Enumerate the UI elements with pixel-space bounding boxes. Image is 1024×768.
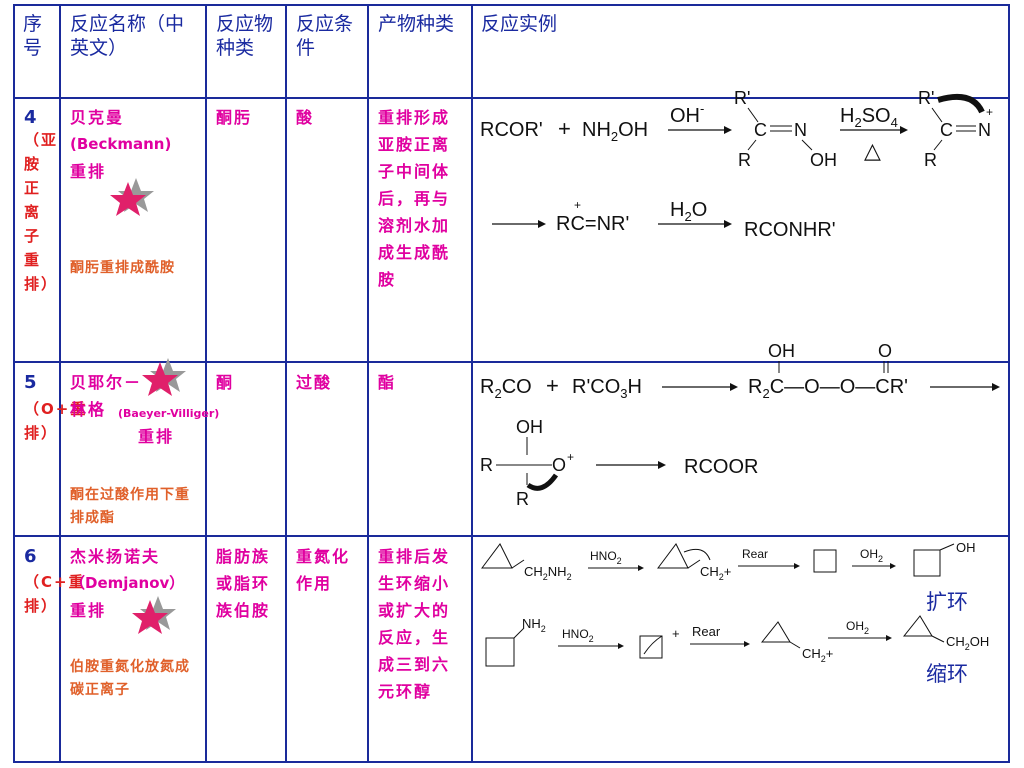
svg-text:N: N [978,120,991,140]
col-divider [59,6,61,761]
reaction-name-cn: 杰米扬诺夫 [70,547,161,566]
row-divider [15,97,1008,99]
reaction-name-cn-suffix: 重排 [138,427,175,446]
beckmann-scheme: RCOR' + NH2OH OH- R' C N OH R H2SO4 △ R'… [480,88,993,241]
svg-text:R': R' [734,88,750,108]
heat-icon: △ [864,138,881,163]
reaction-table [13,4,1010,763]
col-divider [471,6,473,761]
reagent-hydroxide: OH- [670,101,704,127]
row-divider [15,361,1008,363]
svg-text:CH2+: CH2+ [700,564,731,582]
col-divider [205,6,207,761]
product-amide: RCONHR' [744,219,836,241]
col-divider [367,6,369,761]
condition: 酸 [296,108,315,127]
ring-contraction-label: 缩环 [926,662,968,686]
demjanov-scheme: CH2NH2 HNO2 CH2+ Rear OH2 OH NH2 HNO2 + … [481,540,989,667]
row-number: 6 [24,546,39,567]
reactant-ketone: R2CO [480,376,532,401]
rearrange-label-2: Rear [692,624,721,639]
star-icon [110,178,154,216]
svg-text:R: R [480,455,493,475]
reaction-name-cn-2: 林格 [70,400,107,419]
svg-text:NH2: NH2 [522,616,546,634]
svg-text:R: R [516,489,529,509]
svg-text:CH2NH2: CH2NH2 [524,564,572,582]
reactant-type: 酮 [216,373,235,392]
reactant-ketone: RCOR' [480,119,543,141]
reaction-name-cn: 贝耶尔－ [70,373,143,392]
reaction-name-cn-suffix: 重排 [70,601,107,620]
header-name: 反应名称（中英文） [70,13,185,59]
reaction-name-cn-suffix: 重排 [70,162,107,181]
svg-text:OH2: OH2 [860,547,883,564]
svg-text:R: R [738,150,751,170]
svg-text:R': R' [918,88,934,108]
row-seq-note: （C+重排） [24,573,86,615]
row-number: 5 [24,372,39,393]
svg-text:HNO2: HNO2 [590,549,622,566]
svg-text:CH2+: CH2+ [802,646,833,664]
product-ester: RCOOR [684,456,758,478]
svg-text:C: C [754,120,767,140]
row-divider [15,535,1008,537]
reaction-note: 酮在过酸作用下重排成酯 [70,487,190,526]
plus-sign: + [558,116,571,141]
ring-expansion-label: 扩环 [926,590,968,614]
header-seq: 序号 [23,13,43,59]
reaction-note: 伯胺重氮化放氮成碳正离子 [70,659,190,698]
svg-text:+: + [672,626,680,641]
reaction-name-cn: 贝克曼 [70,108,125,127]
reaction-note: 酮肟重排成酰胺 [70,260,175,276]
svg-text:O: O [878,341,892,361]
reactant-type: 酮肟 [216,108,253,127]
svg-text:+: + [574,198,581,212]
svg-text:OH: OH [768,341,795,361]
svg-text:HNO2: HNO2 [562,627,594,644]
svg-text:OH: OH [810,150,837,170]
svg-text:OH: OH [956,540,976,555]
svg-text:O: O [552,455,566,475]
reagent-water: H2O [670,199,707,224]
svg-text:+: + [986,105,993,119]
row-seq-note: （O+重排） [24,400,88,442]
reagent-acid: H2SO4 [840,105,898,130]
header-example: 反应实例 [481,13,558,35]
svg-text:OH: OH [516,417,543,437]
rearrange-label: Rear [742,547,768,561]
intermediate-nitrilium: RC=NR' [556,213,629,235]
col-divider [285,6,287,761]
plus-sign: + [546,373,559,398]
svg-text:C: C [940,120,953,140]
baeyer-villiger-scheme: R2CO + R'CO3H OH R2C—O—O—CR' O OH R O + … [480,341,1000,509]
product-type: 酯 [378,373,397,392]
condition: 重氮化作用 [296,547,351,593]
svg-text:OH2: OH2 [846,619,869,636]
reactant-peracid: R'CO3H [572,376,642,401]
row-number: 4 [24,107,39,128]
product-alcohol: CH2OH [946,634,989,652]
reaction-name-en: (Beckmann) [70,135,172,153]
header-reactant: 反应物种类 [216,13,274,59]
row-seq-note: （亚胺正离子重排） [24,131,59,293]
intermediate-criegee: R2C—O—O—CR' [748,376,908,401]
reaction-name-en: （Demjanov） [70,574,185,592]
svg-text:R: R [924,150,937,170]
reaction-name-en: (Baeyer-Villiger) [118,407,220,420]
star-icon [132,596,176,634]
svg-text:N: N [794,120,807,140]
star-icon [142,358,186,396]
reactant-type: 脂肪族或脂环族伯胺 [216,547,271,620]
condition: 过酸 [296,373,333,392]
product-type: 重排形成亚胺正离子中间体后，再与溶剂水加成生成酰胺 [378,108,451,289]
header-condition: 反应条件 [296,13,354,59]
product-type: 重排后发生环缩小或扩大的反应，生成三到六元环醇 [378,547,451,701]
header-product: 产物种类 [378,13,455,35]
svg-text:+: + [567,450,574,464]
reactant-hydroxylamine: NH2OH [582,119,648,144]
